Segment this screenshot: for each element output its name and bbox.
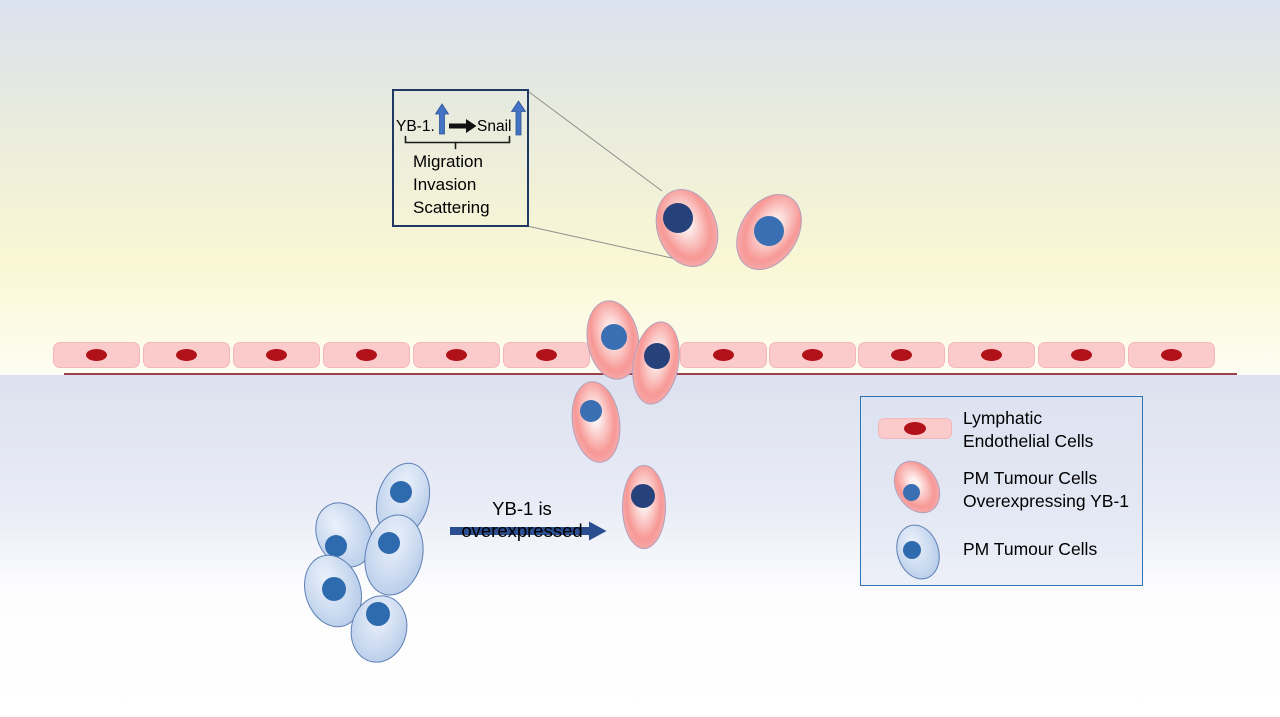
callout-box: YB-1. Snail Migration Invasion Scatterin… [392,89,529,227]
effect-scattering: Scattering [413,198,490,217]
cell-nucleus [663,203,693,233]
lymphatic-endothelial-cell [323,342,410,368]
endothelial-nucleus [176,349,197,361]
cell-nucleus [903,541,921,559]
endothelial-nucleus [1161,349,1182,361]
endothelial-nucleus [904,422,926,435]
lymphatic-endothelial-cell [1128,342,1215,368]
legend-endothelial-cell-symbol [878,418,952,439]
endothelial-nucleus [86,349,107,361]
legend-text-line: PM Tumour Cells [963,468,1098,488]
cell-nucleus [580,400,602,422]
up-arrow-icon [434,103,450,135]
cell-nucleus [322,577,346,601]
overexpression-arrow-label: YB-1 is overexpressed [461,498,583,541]
callout-connector-line-top [528,91,663,192]
endothelial-nucleus [981,349,1002,361]
effects-list: Migration Invasion Scattering [413,150,490,219]
endothelial-nucleus [536,349,557,361]
legend-text-line: PM Tumour Cells [963,539,1098,559]
background-upper-gradient [0,0,1280,375]
cell-nucleus [631,484,655,508]
lymphatic-endothelial-cell [53,342,140,368]
cell-nucleus [601,324,627,350]
overexpression-arrow-icon [450,521,607,541]
legend-label-pm-yb1: PM Tumour Cells Overexpressing YB-1 [963,467,1129,512]
cell-nucleus [390,481,412,503]
cell-nucleus [754,216,784,246]
endothelial-nucleus [266,349,287,361]
legend-label-pm: PM Tumour Cells [963,538,1097,561]
effect-invasion: Invasion [413,175,477,194]
lymphatic-endothelial-cell [233,342,320,368]
cell-nucleus [366,602,390,626]
legend-text-line: Lymphatic [963,408,1043,428]
lymphatic-endothelial-cell [503,342,590,368]
legend-text-line: Overexpressing YB-1 [963,490,1130,511]
endothelial-nucleus [713,349,734,361]
cell-nucleus [902,483,920,501]
legend-label-endothelial: Lymphatic Endothelial Cells [963,407,1093,452]
yb1-label: YB-1. [396,118,435,135]
lymphatic-endothelial-cell [143,342,230,368]
lymphatic-endothelial-cell [769,342,856,368]
snail-label: Snail [477,118,512,135]
effect-migration: Migration [413,152,483,171]
lymphatic-endothelial-cell [680,342,767,368]
lymphatic-endothelial-cell [1038,342,1125,368]
endothelial-nucleus [1071,349,1092,361]
cell-nucleus [325,535,347,557]
lymphatic-endothelial-cell [858,342,945,368]
endothelial-nucleus [802,349,823,361]
lymphatic-endothelial-cell [948,342,1035,368]
right-arrow-icon [449,119,477,133]
up-arrow-icon [510,100,527,136]
cell-nucleus [378,532,400,554]
underbrace-icon [404,135,511,150]
legend-text-line: Endothelial Cells [963,430,1094,451]
endothelial-nucleus [356,349,377,361]
lymphatic-endothelial-cell [413,342,500,368]
cell-nucleus [644,343,670,369]
endothelial-nucleus [446,349,467,361]
endothelial-nucleus [891,349,912,361]
legend-box: Lymphatic Endothelial Cells PM Tumour Ce… [860,396,1143,586]
